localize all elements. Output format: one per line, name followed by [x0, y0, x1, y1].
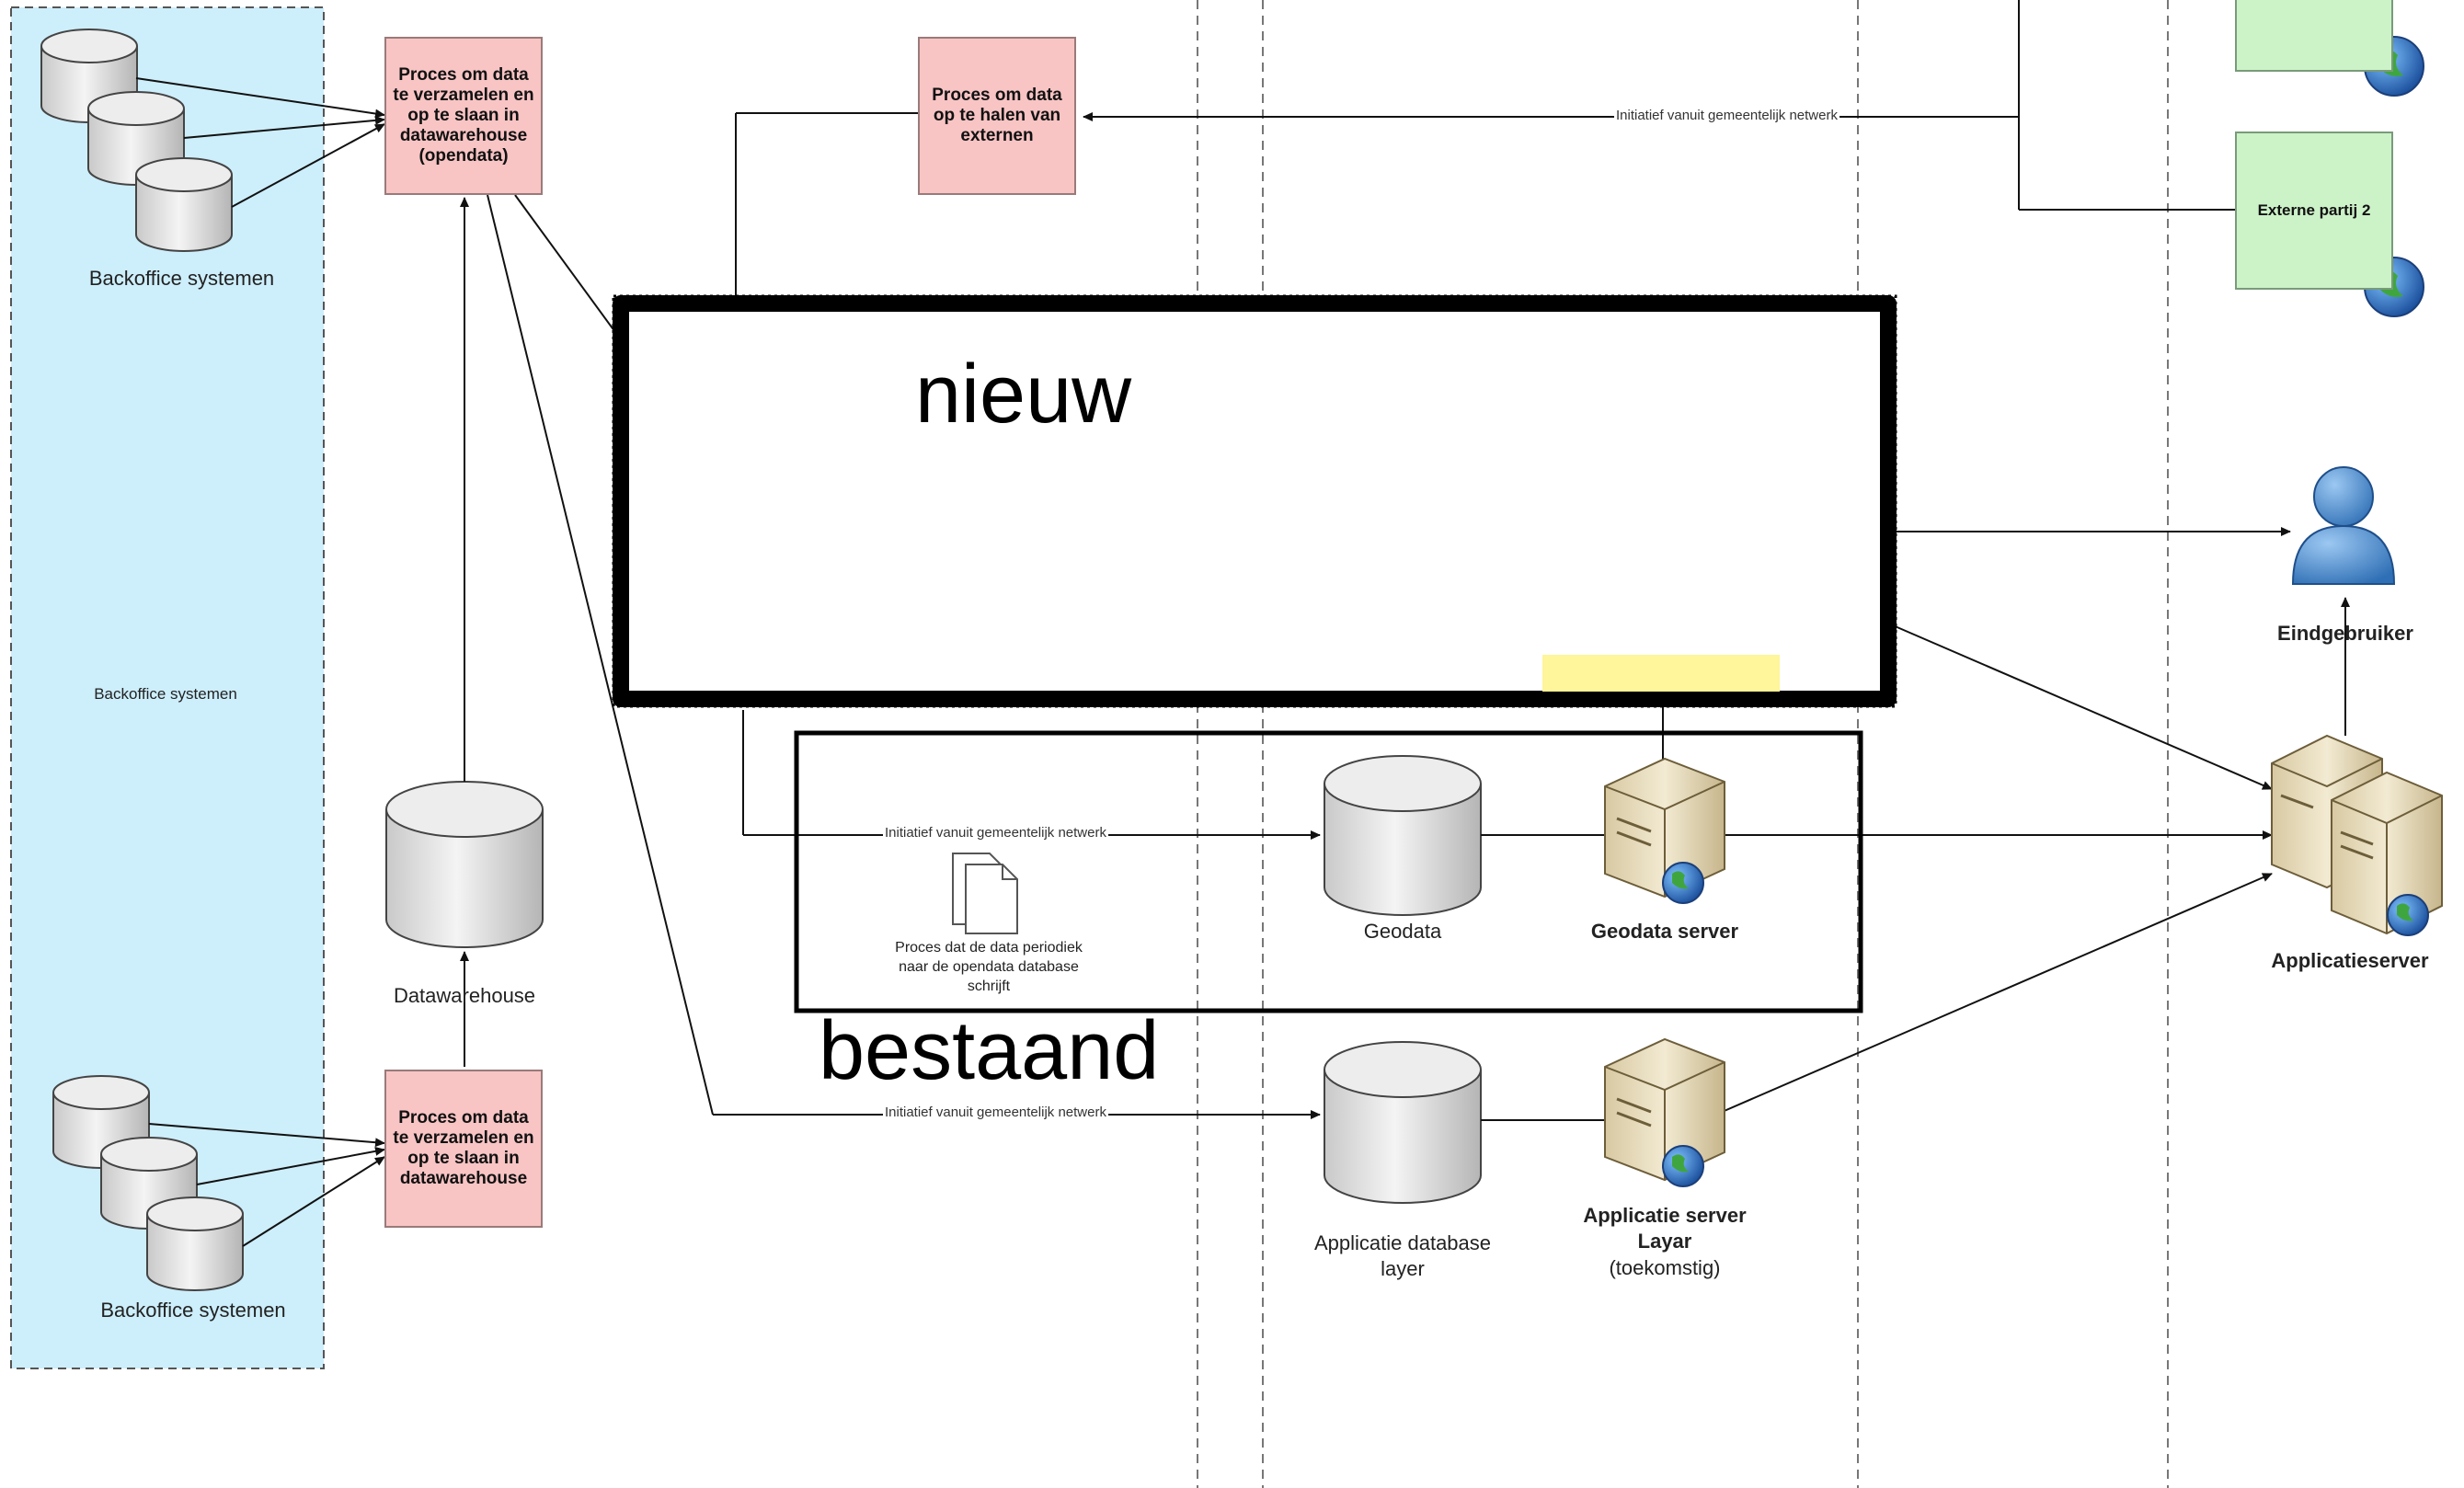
geodata-label: Geodata	[1363, 920, 1442, 943]
process-collect-opendata: Proces om data te verzamelen en op te sl…	[384, 37, 543, 195]
process-collect-datawarehouse: Proces om data te verzamelen en op te sl…	[384, 1070, 543, 1228]
process-fetch-external: Proces om data op te halen van externen	[918, 37, 1076, 195]
new-overlay-box	[613, 295, 1897, 707]
app-server-layar-icon	[1604, 1037, 1725, 1187]
app-server-layar-title: Applicatie server Layar	[1583, 1204, 1747, 1253]
geodata-server-label: Geodata server	[1590, 920, 1739, 943]
app-server-layar-note: (toekomstig)	[1609, 1256, 1721, 1279]
edge-label-appdb: Initiatief vanuit gemeentelijk netwerk	[883, 1105, 1108, 1120]
app-db-layer-label: Applicatie database layer	[1313, 1231, 1492, 1280]
application-server-label: Applicatieserver	[2271, 949, 2429, 972]
geodata-db	[1324, 755, 1482, 916]
backoffice-db-bottom	[52, 1075, 244, 1291]
backoffice-zone-label: Backoffice systemen	[94, 685, 237, 703]
application-server-icon	[2271, 734, 2443, 936]
app-db-cylinder	[1324, 1041, 1482, 1204]
end-user-label: Eindgebruiker	[2277, 622, 2413, 645]
edge-label-geodata: Initiatief vanuit gemeentelijk netwerk	[883, 825, 1108, 841]
existing-area-box	[794, 730, 1863, 1013]
connectors	[135, 0, 2350, 1247]
new-overlay-roughness	[612, 294, 1897, 708]
document-icon	[952, 853, 1018, 934]
datawarehouse-db	[385, 781, 544, 948]
backoffice-top-label: Backoffice systemen	[88, 267, 275, 290]
backoffice-db-top	[40, 29, 233, 252]
edge-label-external: Initiatief vanuit gemeentelijk netwerk	[1614, 108, 1839, 123]
overlay-new-label: nieuw	[915, 349, 1132, 441]
external-partner-1-box	[2235, 0, 2393, 72]
geodata-server-icon	[1604, 757, 1725, 904]
overlay-existing-label: bestaand	[819, 1005, 1160, 1097]
external-partner-2-box: Externe partij 2	[2235, 132, 2393, 290]
end-user-icon	[2291, 466, 2396, 585]
datawarehouse-label: Datawarehouse	[393, 984, 536, 1007]
backoffice-bottom-label: Backoffice systemen	[100, 1299, 286, 1322]
document-process-label: Proces dat de data periodiek naar de ope…	[895, 940, 1083, 994]
yellow-highlight	[1542, 655, 1780, 692]
